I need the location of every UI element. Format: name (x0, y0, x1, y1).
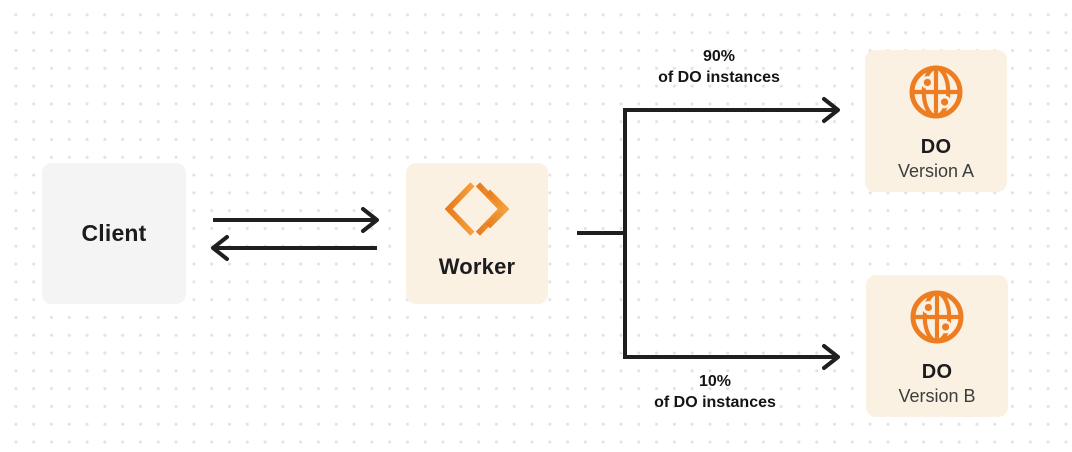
edge-label-version-b-percent: 10% (698, 373, 732, 390)
do-version-b-title: DO (921, 361, 953, 383)
durable-object-globe-icon (910, 290, 964, 344)
do-version-a-subtitle: Version A (897, 161, 975, 181)
edge-label-version-b: 10% of DO instances (590, 371, 840, 413)
cloudflare-workers-icon (445, 182, 509, 236)
edge-label-version-a-caption: of DO instances (658, 69, 780, 86)
do-version-a-node: DO Version A (865, 50, 1007, 192)
do-version-a-title: DO (920, 136, 952, 158)
client-to-worker-arrowhead (361, 207, 379, 233)
durable-object-globe-icon (909, 65, 963, 119)
edge-label-version-b-caption: of DO instances (654, 394, 776, 411)
worker-node: Worker (406, 163, 548, 304)
do-version-b-subtitle: Version B (898, 386, 976, 406)
do-version-b-node: DO Version B (866, 275, 1008, 417)
edge-label-version-a-percent: 90% (702, 48, 736, 65)
branch-to-version-b-arrowhead (822, 344, 840, 370)
worker-label: Worker (438, 254, 516, 279)
worker-to-client-arrowhead (211, 235, 229, 261)
edge-label-version-a: 90% of DO instances (594, 46, 844, 88)
branch-to-version-a-arrowhead (822, 97, 840, 123)
client-label: Client (81, 220, 147, 246)
branch-line (623, 108, 836, 359)
client-node: Client (42, 163, 186, 304)
